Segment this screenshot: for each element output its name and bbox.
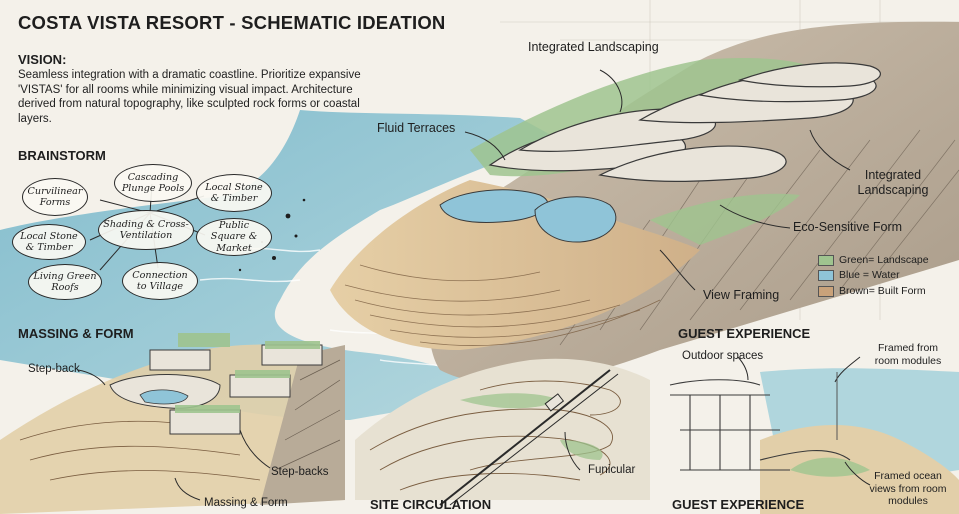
label-view-framing: View Framing [703, 288, 780, 302]
bubble-public-square: Public Square & Market [196, 218, 272, 256]
ocean-wash [0, 110, 560, 420]
circulation-sketch [355, 358, 650, 506]
guest-heading: GUEST EXPERIENCE [678, 326, 811, 341]
legend-blue-label: Blue = Water [839, 269, 900, 281]
pool-right [534, 196, 617, 243]
massing-heading: MASSING & FORM [18, 326, 134, 341]
massing-sketch [0, 333, 345, 514]
bubble-shading-ventilation: Shading & Cross-Ventilation [98, 210, 194, 250]
bubble-curvilinear-forms: Curvilinear Forms [22, 178, 88, 216]
label-step-back: Step-back [28, 363, 80, 375]
label-integrated-landscaping-top: Integrated Landscaping [528, 40, 659, 54]
label-integrated-landscaping-right: Integrated Landscaping [857, 168, 929, 197]
label-framed-ocean-views: Framed ocean views from room modules [869, 470, 947, 507]
guest-sketch [669, 356, 959, 514]
vision-text: Seamless integration with a dramatic coa… [18, 69, 361, 125]
label-funicular: Funicular [588, 464, 636, 476]
legend-brown-label: Brown= Built Form [839, 285, 926, 297]
brainstorm-heading: BRAINSTORM [18, 148, 106, 163]
caption-massing-form: Massing & Form [204, 497, 288, 509]
legend-green-swatch [818, 254, 834, 266]
legend-blue: Blue = Water [818, 269, 900, 281]
bubble-cascading-pools: Cascading Plunge Pools [114, 164, 192, 202]
label-step-backs: Step-backs [271, 466, 329, 478]
green-terrace-lower [650, 193, 800, 245]
label-framed-from-modules: Framed from room modules [874, 342, 942, 367]
fluid-terraces [488, 62, 881, 182]
leader-lines [464, 69, 851, 291]
bubble-connection-village: Connection to Village [122, 262, 198, 300]
caption-site-circulation: SITE CIRCULATION [370, 497, 492, 512]
label-eco-sensitive-form: Eco-Sensitive Form [793, 220, 903, 234]
legend-brown: Brown= Built Form [818, 285, 926, 297]
label-fluid-terraces: Fluid Terraces [377, 121, 456, 135]
bubble-local-stone-timber-right: Local Stone & Timber [196, 174, 272, 212]
legend-green: Green= Landscape [818, 254, 929, 266]
legend-blue-swatch [818, 269, 834, 281]
page-title: COSTA VISTA RESORT - SCHEMATIC IDEATION [18, 12, 446, 33]
legend-green-label: Green= Landscape [839, 254, 929, 266]
legend-brown-swatch [818, 285, 834, 297]
label-outdoor-spaces: Outdoor spaces [682, 350, 764, 362]
caption-guest-experience: GUEST EXPERIENCE [672, 497, 805, 512]
bubble-local-stone-timber-left: Local Stone & Timber [12, 224, 86, 260]
bubble-living-green-roofs: Living Green Roofs [28, 264, 102, 300]
vision-heading: VISION: [18, 52, 67, 67]
contour-lines [344, 264, 661, 346]
